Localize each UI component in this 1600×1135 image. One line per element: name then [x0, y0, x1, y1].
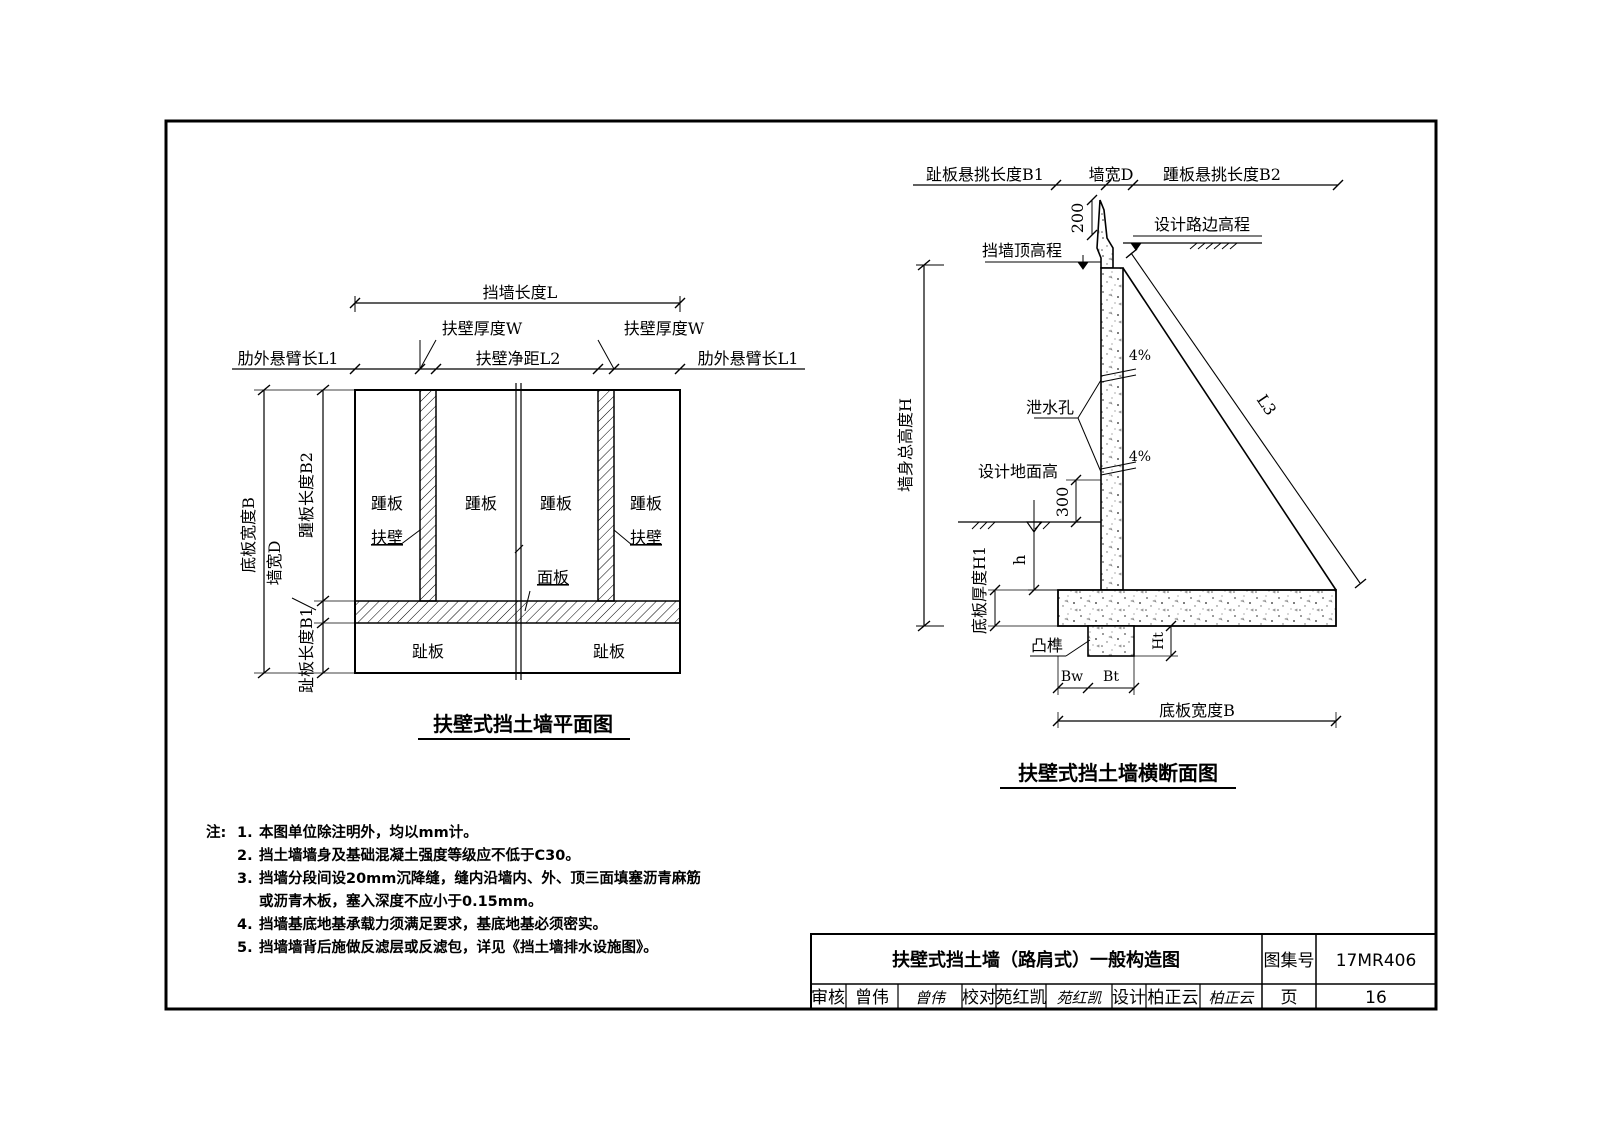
plan-overhang-right: 肋外悬臂长L1	[698, 349, 799, 368]
section-drain-hole: 泄水孔	[1026, 398, 1074, 417]
plan-buttress-thickness-left: 扶壁厚度W	[442, 319, 523, 338]
plan-heel-plate-3: 踵板	[540, 494, 572, 513]
note-4-text: 挡墙基底地基承载力须满足要求，基底地基必须密实。	[259, 915, 607, 933]
section-slope-lower: 4%	[1129, 449, 1151, 465]
section-title: 扶壁式挡土墙横断面图	[1018, 761, 1218, 785]
title-block	[810, 933, 1437, 1010]
plan-base-width: 底板宽度B	[239, 497, 258, 573]
note-5-num: 5.	[237, 940, 253, 956]
plan-buttress-left: 扶壁	[371, 528, 403, 547]
section-bt: Bt	[1103, 669, 1119, 685]
note-2-num: 2.	[237, 848, 253, 864]
sheet-border	[164, 119, 1438, 1011]
design-label: 设计	[1112, 988, 1146, 1008]
section-wall-top-elev: 挡墙顶高程	[982, 241, 1062, 260]
plan-heel-length: 踵板长度B2	[297, 452, 316, 538]
section-l3: L3	[1253, 391, 1280, 419]
designer-signature: 柏正云	[1208, 989, 1254, 1007]
plan-toe-plate-left: 趾板	[412, 642, 444, 661]
notes: 注: 1. 本图单位除注明外，均以mm计。 2. 挡土墙墙身及基础混凝土强度等级…	[206, 823, 701, 956]
section-slope-upper: 4%	[1129, 348, 1151, 364]
note-1-num: 1.	[237, 825, 253, 841]
checker-signature: 苑红凯	[1056, 989, 1102, 1007]
section-toe-overhang: 趾板悬挑长度B1	[926, 165, 1044, 184]
atlas-number: 17MR406	[1336, 951, 1417, 971]
plan-view	[232, 296, 805, 680]
plan-buttress-thickness-right: 扶壁厚度W	[624, 319, 705, 338]
plan-wall-width: 墙宽D	[265, 541, 284, 586]
reviewer-name: 曾伟	[855, 988, 889, 1008]
note-3-num: 3.	[237, 871, 253, 887]
note-3-text: 挡墙分段间设20mm沉降缝，缝内沿墙内、外、顶三面填塞沥青麻筋	[259, 869, 701, 887]
atlas-label: 图集号	[1264, 951, 1315, 971]
note-2-text: 挡土墙墙身及基础混凝土强度等级应不低于C30。	[259, 846, 580, 864]
section-total-height: 墙身总高度H	[896, 398, 915, 492]
section-design-ground: 设计地面高	[978, 462, 1058, 481]
plan-wall-length: 挡墙长度L	[483, 283, 558, 302]
plan-toe-length: 趾板长度B1	[297, 607, 316, 693]
section-h: h	[1010, 555, 1029, 565]
section-dim-300: 300	[1053, 487, 1072, 518]
plan-overhang-left: 肋外悬臂长L1	[238, 349, 339, 368]
page-label: 页	[1281, 988, 1298, 1008]
section-wall-width: 墙宽D	[1089, 165, 1134, 184]
section-dim-200: 200	[1068, 203, 1087, 234]
plan-face-plate: 面板	[537, 568, 569, 587]
plan-clear-spacing: 扶壁净距L2	[476, 349, 561, 368]
section-heel-overhang: 踵板悬挑长度B2	[1163, 165, 1281, 184]
designer-name: 柏正云	[1148, 988, 1199, 1008]
review-label: 审核	[811, 988, 845, 1008]
section-base-thickness: 底板厚度H1	[970, 546, 989, 634]
plan-heel-plate-4: 踵板	[630, 494, 662, 513]
check-label: 校对	[962, 988, 996, 1008]
plan-heel-plate-1: 踵板	[371, 494, 403, 513]
reviewer-signature: 曾伟	[915, 989, 947, 1007]
plan-title: 扶壁式挡土墙平面图	[433, 712, 613, 736]
section-base-width: 底板宽度B	[1159, 701, 1235, 720]
plan-toe-plate-right: 趾板	[593, 642, 625, 661]
note-5-text: 挡墙墙背后施做反滤层或反滤包，详见《挡土墙排水设施图》。	[259, 938, 658, 956]
drawing-title: 扶壁式挡土墙（路肩式）一般构造图	[892, 949, 1180, 971]
plan-heel-plate-2: 踵板	[465, 494, 497, 513]
note-3b-text: 或沥青木板，塞入深度不应小于0.15mm。	[259, 892, 543, 910]
section-design-road-elev: 设计路边高程	[1154, 215, 1250, 234]
plan-buttress-right: 扶壁	[630, 528, 662, 547]
note-4-num: 4.	[237, 917, 253, 933]
notes-prefix: 注:	[206, 823, 226, 841]
section-view	[913, 179, 1367, 728]
section-tenon: 凸榫	[1031, 636, 1063, 655]
checker-name: 苑红凯	[996, 988, 1047, 1008]
page-number: 16	[1365, 988, 1387, 1008]
section-bw: Bw	[1061, 669, 1083, 685]
note-1-text: 本图单位除注明外，均以mm计。	[259, 823, 478, 841]
section-ht: Ht	[1151, 632, 1167, 650]
